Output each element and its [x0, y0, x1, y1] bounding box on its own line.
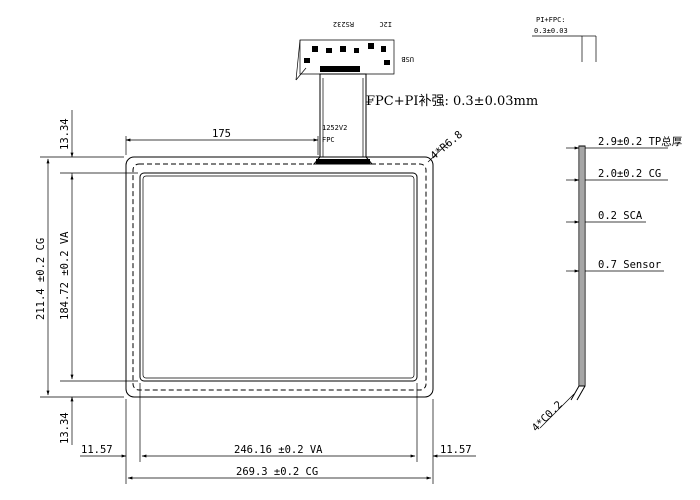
fpc-offset-dim: 175 [212, 128, 231, 140]
va-area [139, 172, 418, 382]
connector-board [295, 39, 395, 81]
ink-border-dashed [132, 163, 427, 391]
cg-thickness-label: 2.0±0.2 CG [598, 168, 661, 180]
cg-width-dim: 269.3 ±0.2 CG [236, 466, 318, 478]
fpc-reinforcement-label: FPC+PI补强: 0.3±0.03mm [366, 94, 538, 109]
bottom-gap-dim: 13.34 [59, 412, 71, 444]
sensor-thickness-label: 0.7 Sensor [598, 259, 661, 271]
connector-usb-label: USB [401, 55, 414, 63]
aa-area [142, 175, 415, 379]
panel-side-profile [570, 145, 586, 401]
va-height-dim: 184.72 ±0.2 VA [59, 231, 71, 320]
pi-fpc-title: PI+FPC: [536, 16, 566, 24]
top-gap-dim: 13.34 [59, 118, 71, 150]
cg-height-dim: 211.4 ±0.2 CG [35, 238, 47, 320]
connector-i2c-label: I2C [379, 20, 392, 28]
tp-thickness-label: 2.9±0.2 TP总厚 [598, 135, 683, 148]
fpc-code-label: 1252V2 [322, 124, 347, 132]
side-view: PI+FPC: 0.3±0.03 2.9±0.2 TP总厚 2.0±0.2 CG… [530, 16, 683, 434]
pi-fpc-value: 0.3±0.03 [534, 27, 568, 35]
corner-radius-label: 4*R6.8 [428, 129, 465, 163]
chamfer-label: 4*C0.2 [530, 399, 565, 434]
fpc-tag-label: FPC [322, 136, 335, 144]
left-gap-dim: 11.57 [81, 444, 113, 456]
cg-outline [125, 156, 434, 398]
front-view: I2C RS232 USB 1252V2 FPC FPC+PI补强: 0.3±0… [35, 20, 538, 484]
sca-thickness-label: 0.2 SCA [598, 210, 643, 222]
connector-rs232-label: RS232 [333, 20, 354, 28]
va-width-dim: 246.16 ±0.2 VA [234, 444, 323, 456]
right-gap-dim: 11.57 [440, 444, 472, 456]
fpc-tail [312, 73, 374, 165]
